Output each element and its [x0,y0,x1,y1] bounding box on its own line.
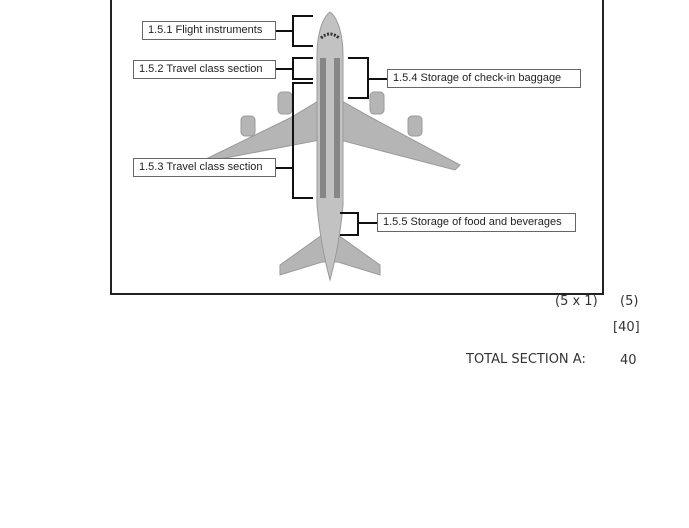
airplane-image [206,11,461,282]
engine [240,115,256,137]
label-food-beverage-storage: 1.5.5 Storage of food and beverages [377,213,576,232]
total-section-label: TOTAL SECTION A: [466,352,586,367]
engine [277,91,293,115]
brackets [276,15,387,236]
label-travel-class-section-1: 1.5.2 Travel class section [133,60,276,79]
right-wing [339,99,461,171]
cockpit-windows [320,32,340,40]
engine [369,91,385,115]
label-flight-instruments: 1.5.1 Flight instruments [142,21,276,40]
seat-rows [320,58,340,198]
subtotal-formula: (5 x 1) [555,294,598,309]
label-checkin-baggage-storage: 1.5.4 Storage of check-in baggage [387,69,581,88]
diagram-frame [110,0,604,295]
label-travel-class-section-2: 1.5.3 Travel class section [133,158,276,177]
engine [407,115,423,137]
airplane-diagram [206,11,461,282]
total-section-value: 40 [620,353,637,368]
section-total-bracket: [40] [613,320,640,335]
subtotal-marks: (5) [620,294,639,309]
left-wing [206,99,321,161]
